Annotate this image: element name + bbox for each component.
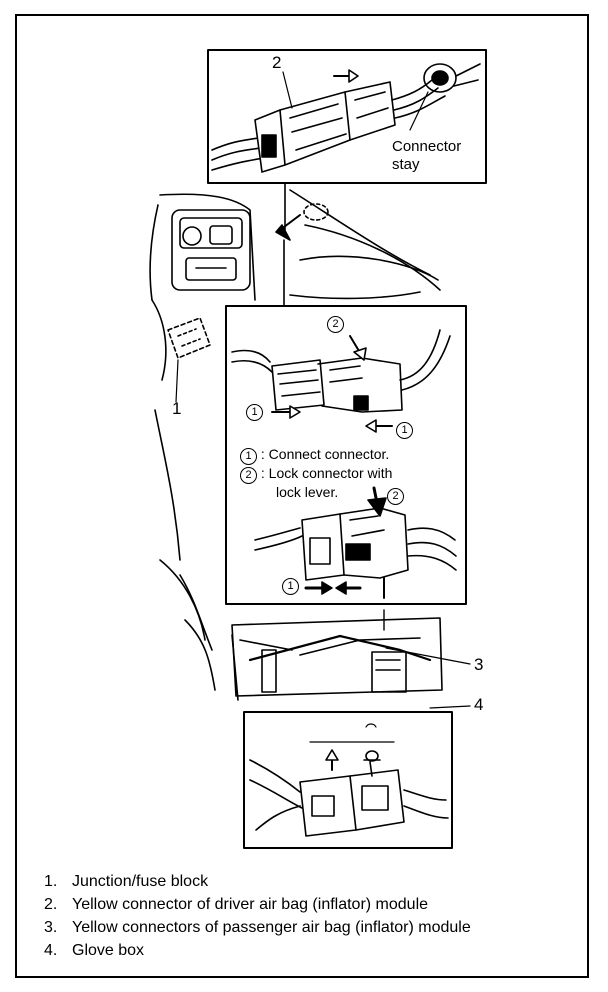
callout-2: 2 (272, 53, 282, 72)
step-2-marker: 2 (240, 467, 257, 484)
step-2-text-cont: lock lever. (276, 484, 339, 500)
legend-item-1: 1.Junction/fuse block (44, 873, 209, 890)
inset-box-driver (207, 49, 487, 184)
glove-box-area (231, 609, 471, 709)
legend-item-2: 2.Yellow connector of driver air bag (in… (44, 896, 429, 913)
step-1-marker: 1 (240, 448, 257, 465)
marker-connect-bottom: 1 (282, 576, 299, 595)
legend-item-3: 3.Yellow connectors of passenger air bag… (44, 919, 471, 936)
dashboard-sketch (149, 182, 441, 691)
connector-stay-label-2: stay (392, 156, 420, 173)
inset-box-lock (225, 305, 467, 605)
marker-connect-right: 1 (396, 420, 413, 439)
marker-lock-top: 2 (327, 314, 344, 333)
connector-lock-inset (225, 305, 467, 605)
step-2-row: 2 : Lock connector with (240, 465, 392, 484)
step-1-row: 1 : Connect connector. (240, 446, 389, 465)
marker-connect-left: 1 (246, 402, 263, 421)
legend: 1.Junction/fuse block 2.Yellow connector… (44, 870, 471, 962)
callout-1: 1 (172, 399, 182, 418)
connector-stay-label-1: Connector (392, 138, 462, 155)
driver-connector-inset (207, 49, 487, 184)
diagram-frame (15, 14, 589, 978)
inset-box-passenger (243, 711, 453, 849)
legend-item-4: 4.Glove box (44, 942, 145, 959)
callout-4: 4 (474, 695, 484, 714)
step-2-text: : Lock connector with (260, 465, 393, 481)
passenger-connector-inset (243, 711, 453, 849)
step-1-text: : Connect connector. (260, 446, 390, 462)
marker-lock-bottom: 2 (387, 486, 404, 505)
callout-3: 3 (474, 655, 484, 674)
